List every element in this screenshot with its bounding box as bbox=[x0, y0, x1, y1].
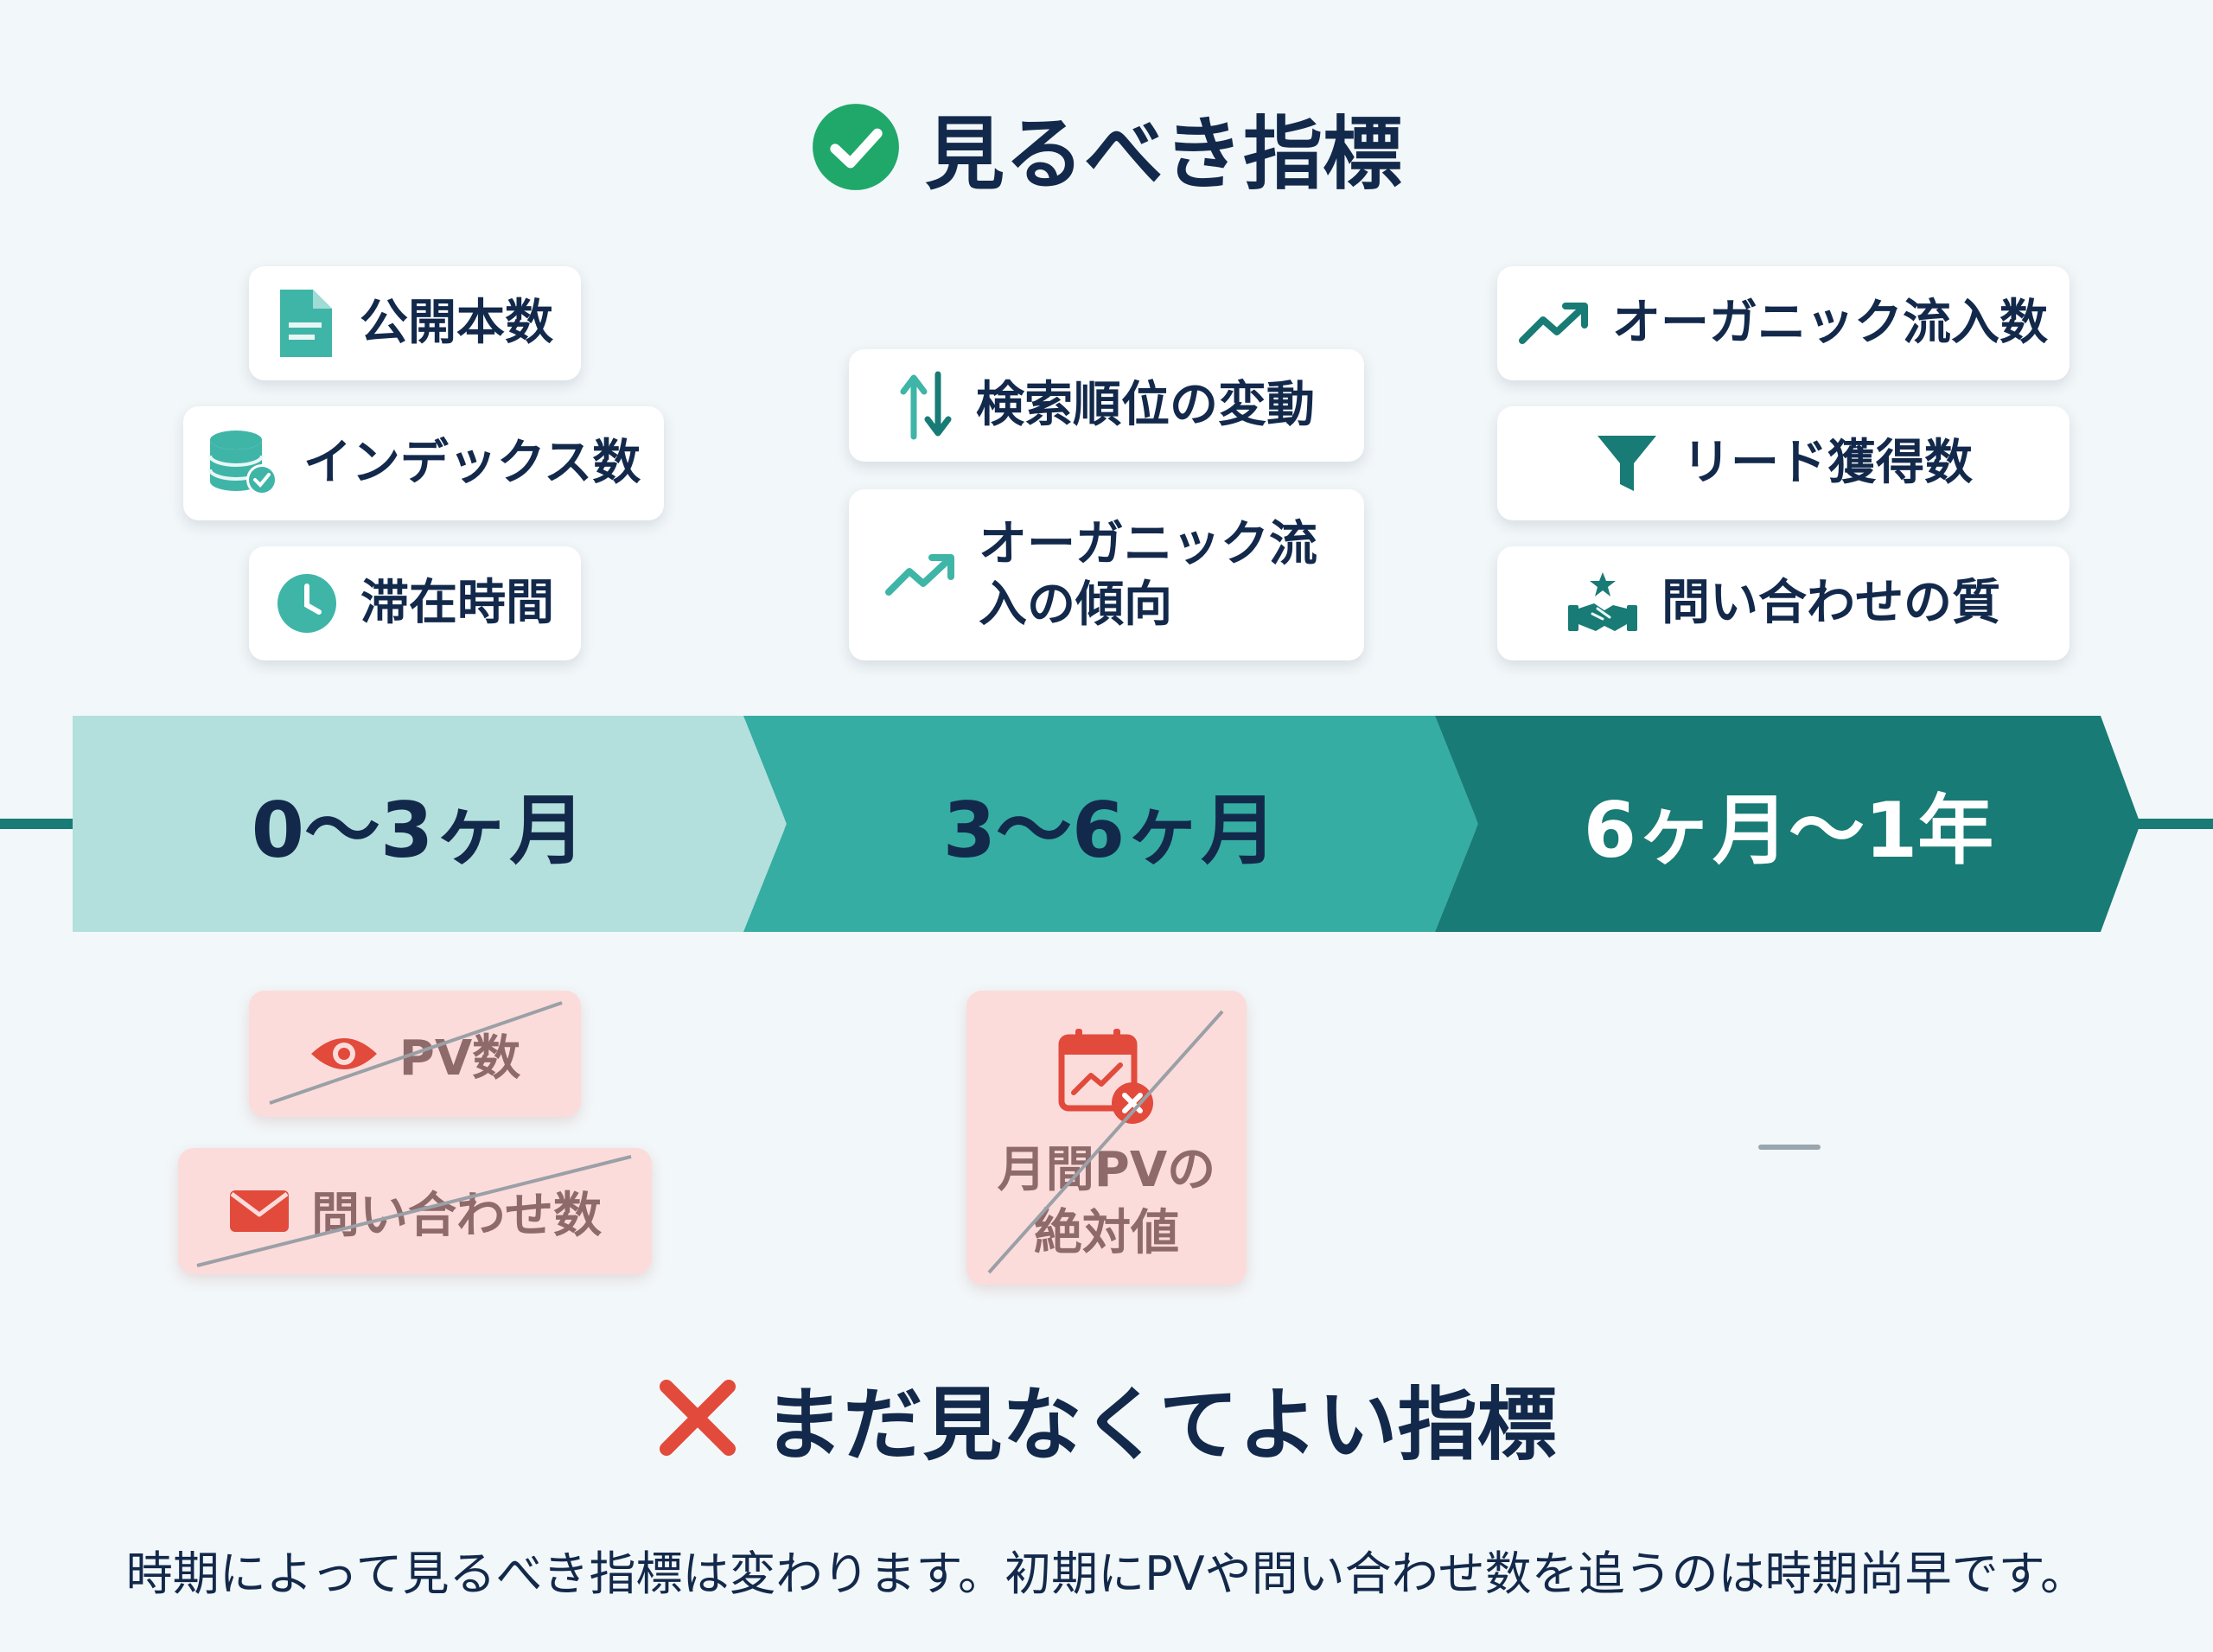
not-yet-metric-inquiries: 問い合わせ数 bbox=[178, 1148, 652, 1274]
metric-card-dwell-time: 滞在時間 bbox=[249, 546, 581, 660]
document-icon bbox=[277, 288, 337, 359]
not-yet-label: 月間PVの絶対値 bbox=[997, 1142, 1216, 1261]
not-yet-metrics-title-text: まだ見なくてよい指標 bbox=[763, 1378, 1557, 1471]
eye-icon bbox=[309, 1031, 379, 1076]
empty-placeholder-dash bbox=[1758, 1145, 1821, 1150]
phase-segment-1 bbox=[73, 716, 787, 932]
not-yet-metric-pv: PV数 bbox=[249, 991, 581, 1117]
funnel-icon bbox=[1594, 431, 1660, 496]
phase-segment-2 bbox=[743, 716, 1478, 932]
not-yet-metric-monthly-pv: 月間PVの絶対値 bbox=[966, 991, 1247, 1285]
phase-label-1: 0〜3ヶ月 bbox=[251, 785, 586, 875]
metric-card-publish-count: 公開本数 bbox=[249, 266, 581, 380]
metric-card-index-count: インデックス数 bbox=[183, 406, 664, 520]
phase-label-3: 6ヶ月〜1年 bbox=[1583, 785, 1994, 875]
mail-icon bbox=[228, 1189, 290, 1234]
metric-label: 検索順位の変動 bbox=[976, 377, 1315, 433]
timeline-band bbox=[0, 716, 2213, 932]
good-metrics-title-text: 見るべき指標 bbox=[924, 107, 1402, 201]
metric-card-lead-count: リード獲得数 bbox=[1497, 406, 2070, 520]
up-down-arrows-icon bbox=[898, 371, 953, 440]
phase-label-2: 3〜6ヶ月 bbox=[942, 785, 1278, 875]
database-check-icon bbox=[207, 428, 281, 499]
caption: 時期によって見るべき指標は変わります。初期にPVや問い合わせ数を追うのは時期尚早… bbox=[125, 1546, 2088, 1601]
clock-icon bbox=[276, 572, 338, 635]
cross-icon bbox=[656, 1376, 739, 1459]
metric-label: 問い合わせの質 bbox=[1661, 575, 2000, 631]
metric-label: インデックス数 bbox=[303, 435, 641, 491]
metric-label: 公開本数 bbox=[360, 295, 553, 351]
metric-label: オーガニック流入数 bbox=[1612, 295, 2048, 351]
metric-label: リード獲得数 bbox=[1682, 435, 1973, 491]
metric-card-ranking-change: 検索順位の変動 bbox=[849, 349, 1364, 462]
handshake-star-icon bbox=[1566, 569, 1639, 638]
metric-label: オーガニック流入の傾向 bbox=[979, 516, 1317, 633]
not-yet-metrics-title: まだ見なくてよい指標 bbox=[0, 1357, 2213, 1478]
metric-card-inquiry-quality: 問い合わせの質 bbox=[1497, 546, 2070, 660]
not-yet-label: PV数 bbox=[399, 1030, 521, 1087]
good-metrics-title: 見るべき指標 bbox=[0, 86, 2213, 207]
trending-up-icon bbox=[885, 552, 956, 597]
calendar-chart-x-icon bbox=[1056, 1027, 1157, 1127]
metric-card-organic-trend: オーガニック流入の傾向 bbox=[849, 489, 1364, 660]
phase-segment-3 bbox=[1435, 716, 2140, 932]
not-yet-label: 問い合わせ数 bbox=[311, 1187, 602, 1244]
check-circle-icon bbox=[811, 102, 901, 192]
trending-up-icon bbox=[1519, 301, 1590, 346]
metric-label: 滞在時間 bbox=[360, 575, 554, 631]
metric-card-organic-inflow: オーガニック流入数 bbox=[1497, 266, 2070, 380]
